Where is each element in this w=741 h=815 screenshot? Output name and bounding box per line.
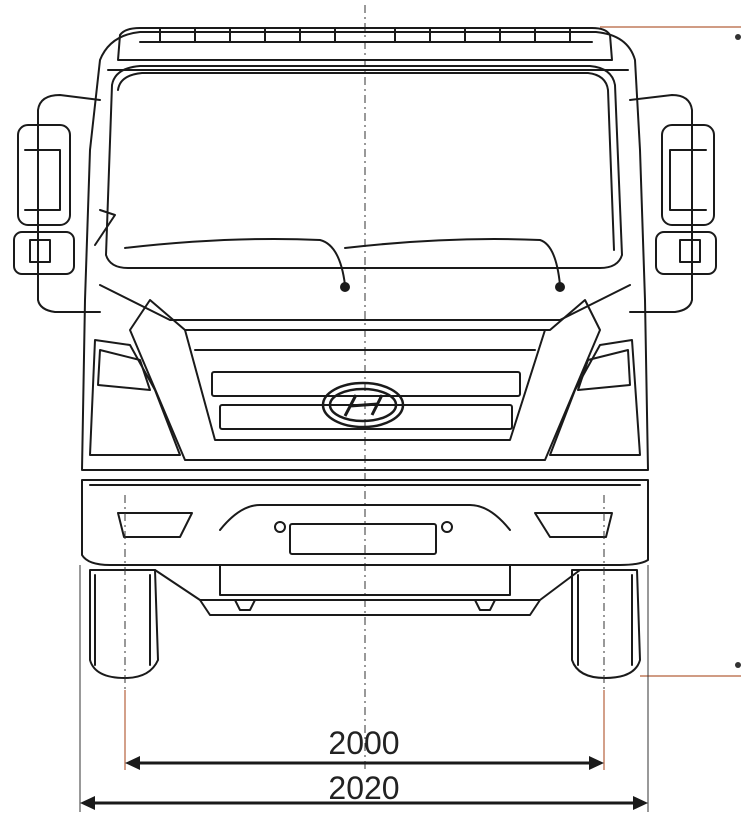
headlight-right xyxy=(549,339,641,456)
mirror-right xyxy=(629,94,717,313)
cab-outline xyxy=(81,31,649,471)
mirror-left xyxy=(13,94,116,313)
track-width-label: 2000 xyxy=(328,725,399,761)
bumper xyxy=(81,479,649,566)
license-plate xyxy=(289,523,437,555)
wiper-right xyxy=(344,238,561,286)
fog-light-right xyxy=(534,512,613,538)
overall-width-dimension-line xyxy=(80,796,648,810)
grille-surround xyxy=(129,299,601,461)
truck-outline xyxy=(13,27,717,679)
brand-logo-emblem xyxy=(321,381,405,429)
overall-width-label: 2020 xyxy=(328,770,399,806)
wiper-left xyxy=(124,238,346,286)
headlight-left xyxy=(89,339,181,456)
track-width-extension-lines xyxy=(79,495,649,812)
wheel-right xyxy=(571,569,641,679)
track-width-dimension-line xyxy=(125,756,604,770)
wheel-left xyxy=(89,569,159,679)
windshield xyxy=(105,65,623,269)
height-reference-lines xyxy=(600,26,741,677)
fog-light-left xyxy=(117,512,193,538)
